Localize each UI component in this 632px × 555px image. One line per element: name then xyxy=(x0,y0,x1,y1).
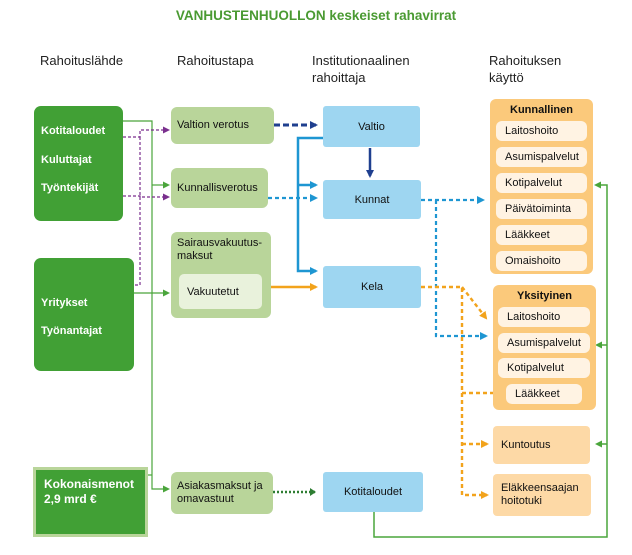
source-label-households: Kotitaloudet xyxy=(41,125,106,137)
institution-households: Kotitaloudet xyxy=(323,472,423,512)
blue-solid-flows xyxy=(296,136,323,275)
method-state-tax: Valtion verotus xyxy=(171,107,274,144)
use-municipal-item: Asumispalvelut xyxy=(496,147,587,167)
column-header-use: Rahoituksen käyttö xyxy=(489,53,562,85)
use-municipal-item: Laitoshoito xyxy=(496,121,587,141)
use-group-municipal-header: Kunnallinen xyxy=(510,104,573,116)
use-private-item: Laitoshoito xyxy=(498,307,590,327)
use-municipal-item: Lääkkeet xyxy=(496,225,587,245)
institution-state: Valtio xyxy=(323,106,420,147)
source-label-consumers: Kuluttajat xyxy=(41,154,92,166)
total-expenditure: Kokonaismenot 2,9 mrd € xyxy=(33,467,148,537)
source-label-employees: Työntekijät xyxy=(41,182,99,194)
use-pension-care-allowance: Eläkkeensaajan hoitotuki xyxy=(493,474,591,516)
source-label-companies: Yritykset xyxy=(41,297,88,309)
diagram-title: VANHUSTENHUOLLON keskeiset rahavirrat xyxy=(175,8,457,23)
method-client-fees: Asiakasmaksut ja omavastuut xyxy=(171,472,273,514)
use-private-item: Lääkkeet xyxy=(506,384,582,404)
use-group-private: Yksityinen Laitoshoito Asumispalvelut Ko… xyxy=(493,285,596,410)
use-rehabilitation: Kuntoutus xyxy=(493,426,590,464)
orange-flows xyxy=(421,285,502,499)
source-label-employers: Työnantajat xyxy=(41,325,102,337)
use-group-private-header: Yksityinen xyxy=(516,290,573,302)
use-private-item: Asumispalvelut xyxy=(498,333,590,353)
institution-kela: Kela xyxy=(323,266,421,308)
use-group-municipal: Kunnallinen Laitoshoito Asumispalvelut K… xyxy=(490,99,593,274)
use-municipal-item: Päivätoiminta xyxy=(496,199,587,219)
column-header-institution: Institutionaalinen rahoittaja xyxy=(312,53,410,85)
use-private-item: Kotipalvelut xyxy=(498,358,590,378)
method-insured: Vakuutetut xyxy=(179,274,262,309)
institution-municipalities: Kunnat xyxy=(323,180,421,219)
source-households: Kotitaloudet Kuluttajat Työntekijät xyxy=(34,106,123,221)
health-insurance-label: Sairausvakuutus- maksut xyxy=(177,237,262,262)
column-header-method: Rahoitustapa xyxy=(177,53,254,68)
source-businesses: Yritykset Työnantajat xyxy=(34,258,134,371)
method-health-insurance: Sairausvakuutus- maksut Vakuutetut xyxy=(171,232,271,318)
use-municipal-item: Omaishoito xyxy=(496,251,587,271)
column-header-source: Rahoituslähde xyxy=(40,53,124,68)
use-municipal-item: Kotipalvelut xyxy=(496,173,587,193)
method-municipal-tax: Kunnallisverotus xyxy=(171,168,268,208)
